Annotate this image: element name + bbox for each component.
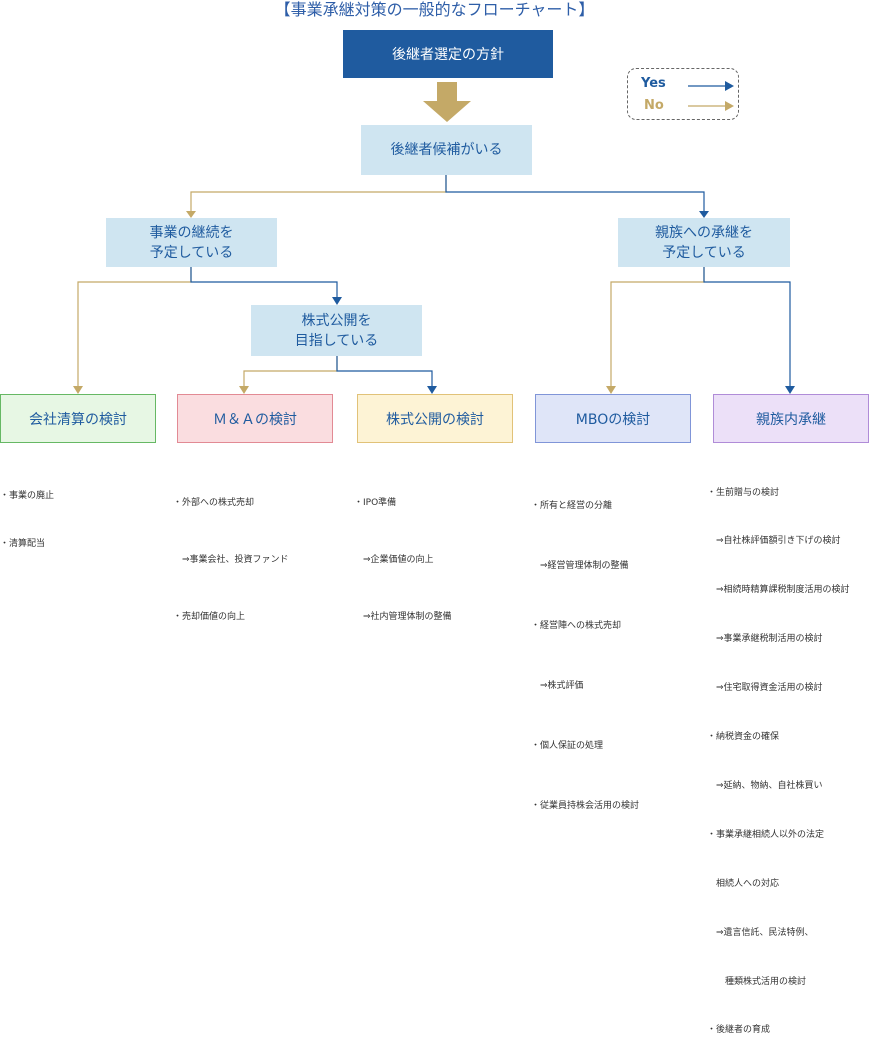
family-succession-list: ・生前贈与の検討 ⇒自社株評価額引き下げの検討 ⇒相続時精算課税制度活用の検討 … — [707, 452, 850, 1055]
no-connector — [77, 267, 192, 388]
ipo-list: ・IPO準備 ⇒企業価値の向上 ⇒社内管理体制の整備 — [354, 456, 452, 646]
big-down-arrow-icon — [423, 82, 471, 122]
policy-box: 後継者選定の方針 — [343, 30, 553, 78]
yes-arrowhead-icon — [699, 211, 709, 218]
continue-node: 事業の継続を 予定している — [106, 218, 277, 267]
list-item: ⇒遺言信託、民法特例、 — [707, 927, 814, 938]
list-item: 種類株式活用の検討 — [707, 976, 807, 987]
no-connector — [243, 356, 338, 388]
yes-connector — [336, 356, 433, 388]
mbo-list: ・所有と経営の分離 ⇒経営管理体制の整備 ・経営陣への株式売却 ⇒株式評価 ・個… — [531, 456, 639, 836]
no-arrowhead-icon — [606, 386, 616, 394]
ma-label: Ｍ＆Ａの検討 — [213, 411, 297, 428]
policy-label: 後継者選定の方針 — [392, 47, 504, 63]
no-connector — [610, 267, 705, 388]
legend: Yes No — [627, 68, 739, 120]
list-item: ⇒延納、物納、自社株買い — [707, 780, 823, 791]
yes-connector — [190, 267, 338, 299]
legend-no-label: No — [644, 98, 664, 113]
family-succession-box: 親族内承継 — [713, 394, 869, 443]
continue-label: 事業の継続を 予定している — [149, 224, 234, 261]
ipo-label: 株式公開の検討 — [386, 411, 484, 428]
list-item: ⇒経営管理体制の整備 — [531, 561, 629, 571]
candidate-label: 後継者候補がいる — [390, 142, 503, 158]
list-item: ・従業員持株会活用の検討 — [531, 801, 640, 811]
list-item: ⇒事業承継税制活用の検討 — [707, 634, 823, 645]
connector-lines — [73, 175, 795, 394]
list-item: ⇒住宅取得資金活用の検討 — [707, 683, 823, 694]
legend-yes-arrow-icon — [688, 81, 734, 91]
mbo-box: MBOの検討 — [535, 394, 691, 443]
yes-arrowhead-icon — [427, 386, 437, 394]
list-item: ⇒事業会社、投資ファンド — [173, 555, 289, 565]
ipo-plan-node: 株式公開を 目指している — [251, 305, 422, 356]
family-label: 親族への承継を 予定している — [655, 224, 753, 261]
yes-arrowhead-icon — [785, 386, 795, 394]
no-arrowhead-icon — [186, 211, 196, 218]
candidate-node: 後継者候補がいる — [361, 125, 532, 175]
list-item: ⇒企業価値の向上 — [354, 555, 434, 565]
list-item: ・外部への株式売却 — [173, 498, 255, 508]
list-item: ・生前贈与の検討 — [707, 487, 780, 498]
yes-connector — [445, 175, 705, 212]
list-item: ・納税資金の確保 — [707, 732, 780, 743]
list-item: ⇒自社株評価額引き下げの検討 — [707, 536, 841, 547]
legend-yes-label: Yes — [641, 76, 666, 91]
list-item: ・後継者の育成 — [707, 1025, 771, 1036]
liquidation-list: ・事業の廃止 ・清算配当 — [0, 456, 54, 568]
list-item: ・経営陣への株式売却 — [531, 621, 622, 631]
list-item: ・個人保証の処理 — [531, 741, 604, 751]
ma-list: ・外部への株式売却 ⇒事業会社、投資ファンド ・売却価値の向上 — [173, 456, 289, 646]
ipo-plan-label: 株式公開を 目指している — [294, 312, 379, 349]
ma-box: Ｍ＆Ａの検討 — [177, 394, 333, 443]
list-item: ・IPO準備 — [354, 498, 397, 508]
list-item: ・事業承継相続人以外の法定 — [707, 829, 825, 840]
family-succession-label: 親族内承継 — [756, 411, 826, 428]
list-item: ⇒相続時精算課税制度活用の検討 — [707, 585, 850, 596]
yes-connector — [703, 267, 791, 388]
list-item: ⇒株式評価 — [531, 681, 584, 691]
yes-arrowhead-icon — [332, 297, 342, 305]
liquidation-label: 会社清算の検討 — [29, 411, 127, 428]
mbo-label: MBOの検討 — [575, 411, 651, 428]
no-arrowhead-icon — [73, 386, 83, 394]
liquidation-box: 会社清算の検討 — [0, 394, 156, 443]
list-item: ・売却価値の向上 — [173, 612, 246, 622]
legend-no-arrow-icon — [688, 101, 734, 111]
family-node: 親族への承継を 予定している — [618, 218, 790, 267]
list-item: ・所有と経営の分離 — [531, 501, 613, 511]
list-item: ・事業の廃止 — [0, 491, 55, 501]
no-arrowhead-icon — [239, 386, 249, 394]
list-item: 相続人への対応 — [707, 878, 780, 889]
chart-title: 【事業承継対策の一般的なフローチャート】 — [274, 0, 595, 19]
list-item: ⇒社内管理体制の整備 — [354, 612, 452, 622]
list-item: ・清算配当 — [0, 539, 46, 549]
ipo-box: 株式公開の検討 — [357, 394, 513, 443]
no-connector — [190, 175, 447, 212]
